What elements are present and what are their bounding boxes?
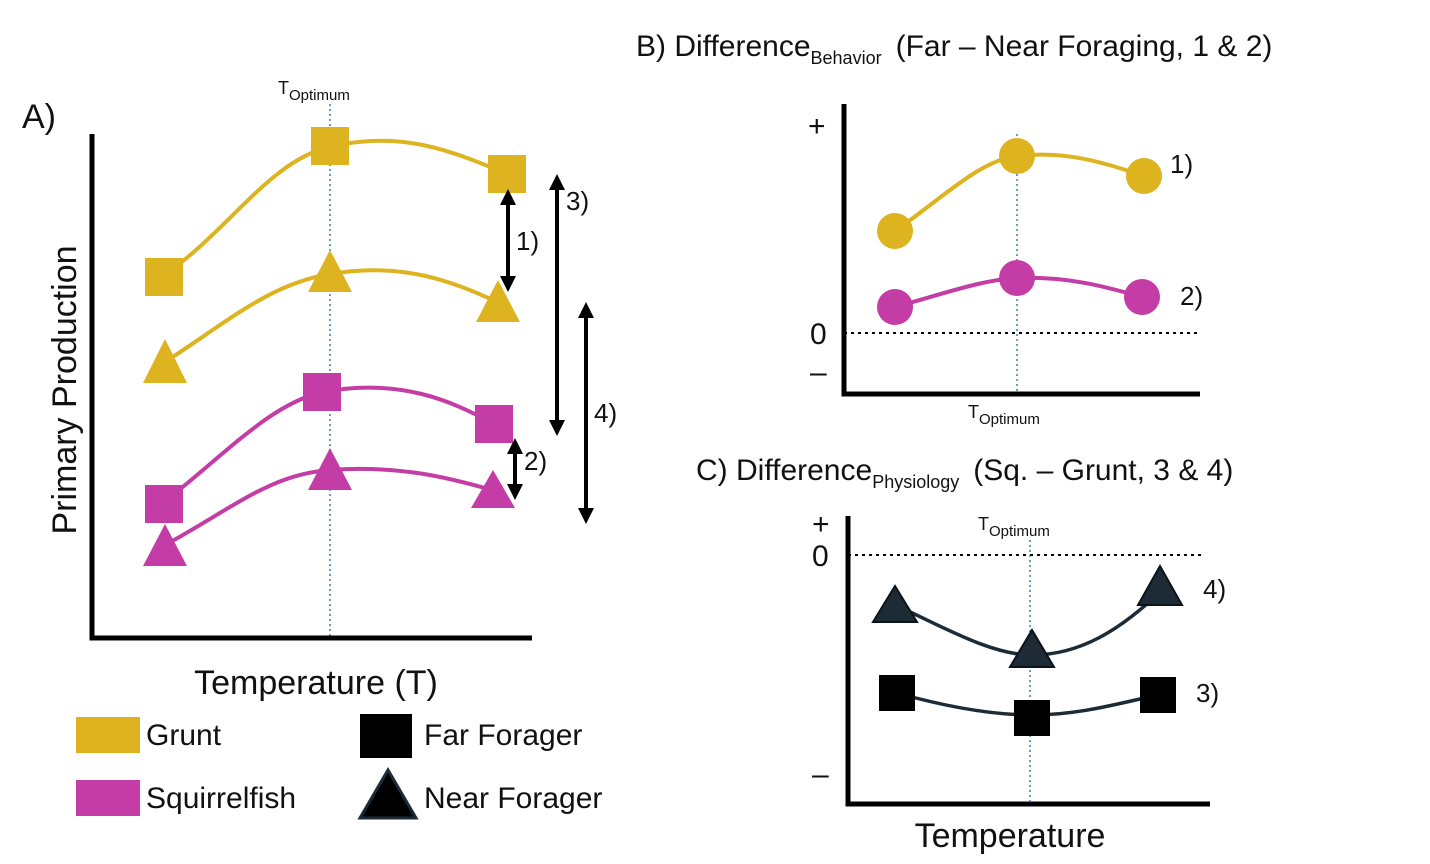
grunt-near-marker xyxy=(476,280,520,322)
legend-far-label: Far Forager xyxy=(424,719,582,752)
panel-b-plus: + xyxy=(808,110,826,143)
legend-squirrelfish-label: Squirrelfish xyxy=(146,782,296,815)
panel-c-plus: + xyxy=(812,508,830,541)
panel-a-y-label: Primary Production xyxy=(46,245,84,534)
behavior-grunt-point xyxy=(1126,158,1162,194)
grunt-far-marker xyxy=(145,258,183,296)
grunt-near-marker xyxy=(143,339,187,383)
panel-b: B) DifferenceBehavior(Far – Near Foragin… xyxy=(636,30,1272,428)
legend-grunt-swatch xyxy=(76,717,140,753)
arrow-4-label: 4) xyxy=(594,398,617,428)
squirrelfish-far-marker xyxy=(303,373,341,411)
panel-c: C) DifferencePhysiology(Sq. – Grunt, 3 &… xyxy=(696,454,1233,855)
behavior-squirrelfish-point xyxy=(1124,279,1160,315)
legend: Grunt Squirrelfish Far Forager Near Fora… xyxy=(76,714,602,820)
panel-a-axes xyxy=(89,134,532,641)
behavior-squirrelfish-point xyxy=(877,289,913,325)
panel-a-x-label: Temperature (T) xyxy=(194,664,438,702)
grunt-far-marker xyxy=(488,155,526,193)
legend-squirrelfish-swatch xyxy=(76,780,140,816)
behavior-grunt-point xyxy=(999,138,1035,174)
behavior-squirrelfish-point xyxy=(999,260,1035,296)
physiology-near-marker xyxy=(1008,628,1056,668)
physiology-near-marker xyxy=(1136,563,1184,606)
panel-b-series-2-label: 2) xyxy=(1180,281,1203,311)
legend-far-marker xyxy=(360,714,412,758)
panel-c-axes xyxy=(845,516,1210,807)
panel-c-series-3-label: 3) xyxy=(1196,678,1219,708)
physiology-near-marker xyxy=(871,584,919,623)
panel-a-topt-label: TOptimum xyxy=(278,78,350,104)
physiology-far-marker xyxy=(1014,700,1050,736)
arrow-1-label: 1) xyxy=(516,226,539,256)
panel-c-title: C) DifferencePhysiology(Sq. – Grunt, 3 &… xyxy=(696,454,1233,492)
panel-c-topt-label: TOptimum xyxy=(978,514,1050,540)
panel-c-minus: – xyxy=(812,758,829,791)
legend-near-marker xyxy=(357,767,419,820)
panel-b-title: B) DifferenceBehavior(Far – Near Foragin… xyxy=(636,30,1272,68)
panel-b-axes xyxy=(841,104,1200,397)
panel-a: A) TOptimum Primary Production Temperatu… xyxy=(22,78,617,702)
arrow-3-label: 3) xyxy=(566,186,589,216)
grunt-far-marker xyxy=(311,127,349,165)
squirrelfish-near-marker xyxy=(471,470,515,508)
squirrelfish-far-marker xyxy=(475,405,513,443)
physiology-far-marker xyxy=(879,675,915,711)
grunt-near-marker xyxy=(308,250,352,292)
physiology-far-marker xyxy=(1140,677,1176,713)
squirrelfish-far-marker xyxy=(145,485,183,523)
panel-b-minus: – xyxy=(810,356,827,389)
panel-b-series-1-label: 1) xyxy=(1170,149,1193,179)
panel-c-x-label: Temperature xyxy=(915,817,1106,855)
panel-c-series-4-label: 4) xyxy=(1203,574,1226,604)
panel-c-zero: 0 xyxy=(812,540,829,573)
squirrelfish-near-marker xyxy=(143,524,187,566)
arrow-2-label: 2) xyxy=(524,446,547,476)
behavior-grunt-point xyxy=(877,213,913,249)
squirrelfish-near-marker xyxy=(308,448,352,490)
panel-b-topt-label: TOptimum xyxy=(968,402,1040,428)
legend-near-label: Near Forager xyxy=(424,782,602,815)
panel-b-zero: 0 xyxy=(810,318,827,351)
panel-a-tag: A) xyxy=(22,98,56,136)
legend-grunt-label: Grunt xyxy=(146,719,222,752)
